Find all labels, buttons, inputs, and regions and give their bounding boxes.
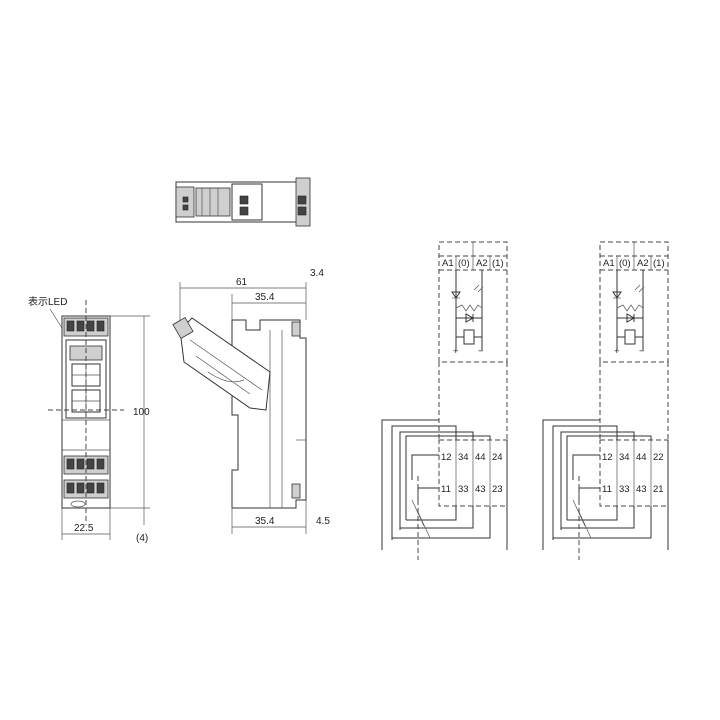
wire — [542, 419, 600, 550]
lever-head — [172, 317, 194, 339]
wire — [567, 506, 618, 521]
led-label: 表示LED — [28, 295, 67, 308]
height-dim-value: 100 — [133, 407, 150, 418]
top-view-screw — [239, 195, 249, 205]
contact-terminal: 33 — [619, 484, 630, 495]
wire — [578, 487, 600, 500]
resistor-symbol — [455, 304, 483, 312]
contact-terminal: 44 — [636, 452, 647, 463]
coil-terminal-a1: A1 — [603, 258, 615, 269]
contact-terminal: 21 — [653, 484, 664, 495]
led-symbol — [451, 291, 461, 299]
coil-terminal-1: (1) — [653, 258, 665, 269]
contact-arm — [578, 511, 592, 539]
top-view-pin — [182, 204, 189, 211]
coil-symbol — [624, 329, 636, 345]
coil-terminal-a1: A1 — [442, 258, 454, 269]
contact-terminal: 12 — [602, 452, 613, 463]
led-symbol — [612, 291, 622, 299]
top-view-pin — [182, 196, 189, 203]
contact-terminal: 23 — [492, 484, 503, 495]
contact-terminal: 12 — [441, 452, 452, 463]
contact-terminal: 43 — [475, 484, 486, 495]
wire — [399, 431, 474, 530]
wire — [566, 435, 652, 520]
top-view-latch — [195, 187, 231, 217]
contact-terminal: 33 — [458, 484, 469, 495]
upper-depth-value: 35.4 — [255, 292, 275, 303]
contact-terminal: 11 — [602, 484, 612, 495]
polarity-minus: − — [639, 346, 645, 357]
lower-margin-value: 4.5 — [316, 516, 330, 527]
top-view-screw — [239, 206, 249, 216]
wire — [406, 506, 457, 521]
polarity-plus: + — [614, 346, 620, 357]
circuit-left: A1 (0) A2 (1) + − 12 34 44 24 11 33 43 — [381, 241, 508, 560]
contact-terminal: 44 — [475, 452, 486, 463]
circuit-right: A1 (0) A2 (1) + − 12 34 44 22 11 33 43 2… — [542, 241, 669, 560]
side-view-body — [231, 319, 307, 509]
coil-terminal-0: (0) — [458, 258, 470, 269]
side-clip-bottom — [291, 483, 301, 499]
coil-terminal-a2: A2 — [476, 258, 488, 269]
contact-terminal: 34 — [619, 452, 630, 463]
wire — [561, 506, 635, 529]
wire — [411, 454, 439, 480]
coil-terminal-1: (1) — [492, 258, 504, 269]
din-clip — [70, 500, 86, 508]
wire — [572, 454, 600, 480]
contact-arm — [417, 511, 431, 539]
contact-terminal: 34 — [458, 452, 469, 463]
coil-terminal-a2: A2 — [637, 258, 649, 269]
side-view: 61 3.4 35.4 35.4 4.5 — [172, 268, 330, 534]
width-dim-value: 22.5 — [74, 523, 94, 534]
polarity-minus: − — [478, 346, 484, 357]
front-view: 表示LED — [28, 295, 150, 544]
top-view-screw — [297, 195, 307, 205]
coil-symbol — [463, 329, 475, 345]
contact-terminal: 11 — [441, 484, 451, 495]
top-view — [175, 177, 311, 227]
wire — [400, 506, 474, 529]
top-margin-value: 3.4 — [310, 268, 324, 279]
diode-symbol — [465, 313, 475, 323]
contact-terminal: 43 — [636, 484, 647, 495]
contact-terminal: 24 — [492, 452, 503, 463]
lower-depth-value: 35.4 — [255, 516, 275, 527]
wire — [405, 435, 491, 520]
overall-width-value: 61 — [236, 277, 248, 288]
wire — [552, 425, 618, 540]
resistor-symbol — [616, 304, 644, 312]
wire — [417, 487, 439, 500]
offset-dim-value: (4) — [136, 533, 148, 544]
coil-terminal-0: (0) — [619, 258, 631, 269]
top-view-screw — [297, 206, 307, 216]
contact-terminal: 22 — [653, 452, 664, 463]
side-clip-top — [291, 321, 301, 337]
wire — [381, 419, 439, 550]
diode-symbol — [626, 313, 636, 323]
polarity-plus: + — [453, 346, 459, 357]
wire — [392, 506, 491, 539]
wire — [391, 425, 457, 540]
wire — [560, 431, 635, 530]
wire — [553, 506, 652, 539]
